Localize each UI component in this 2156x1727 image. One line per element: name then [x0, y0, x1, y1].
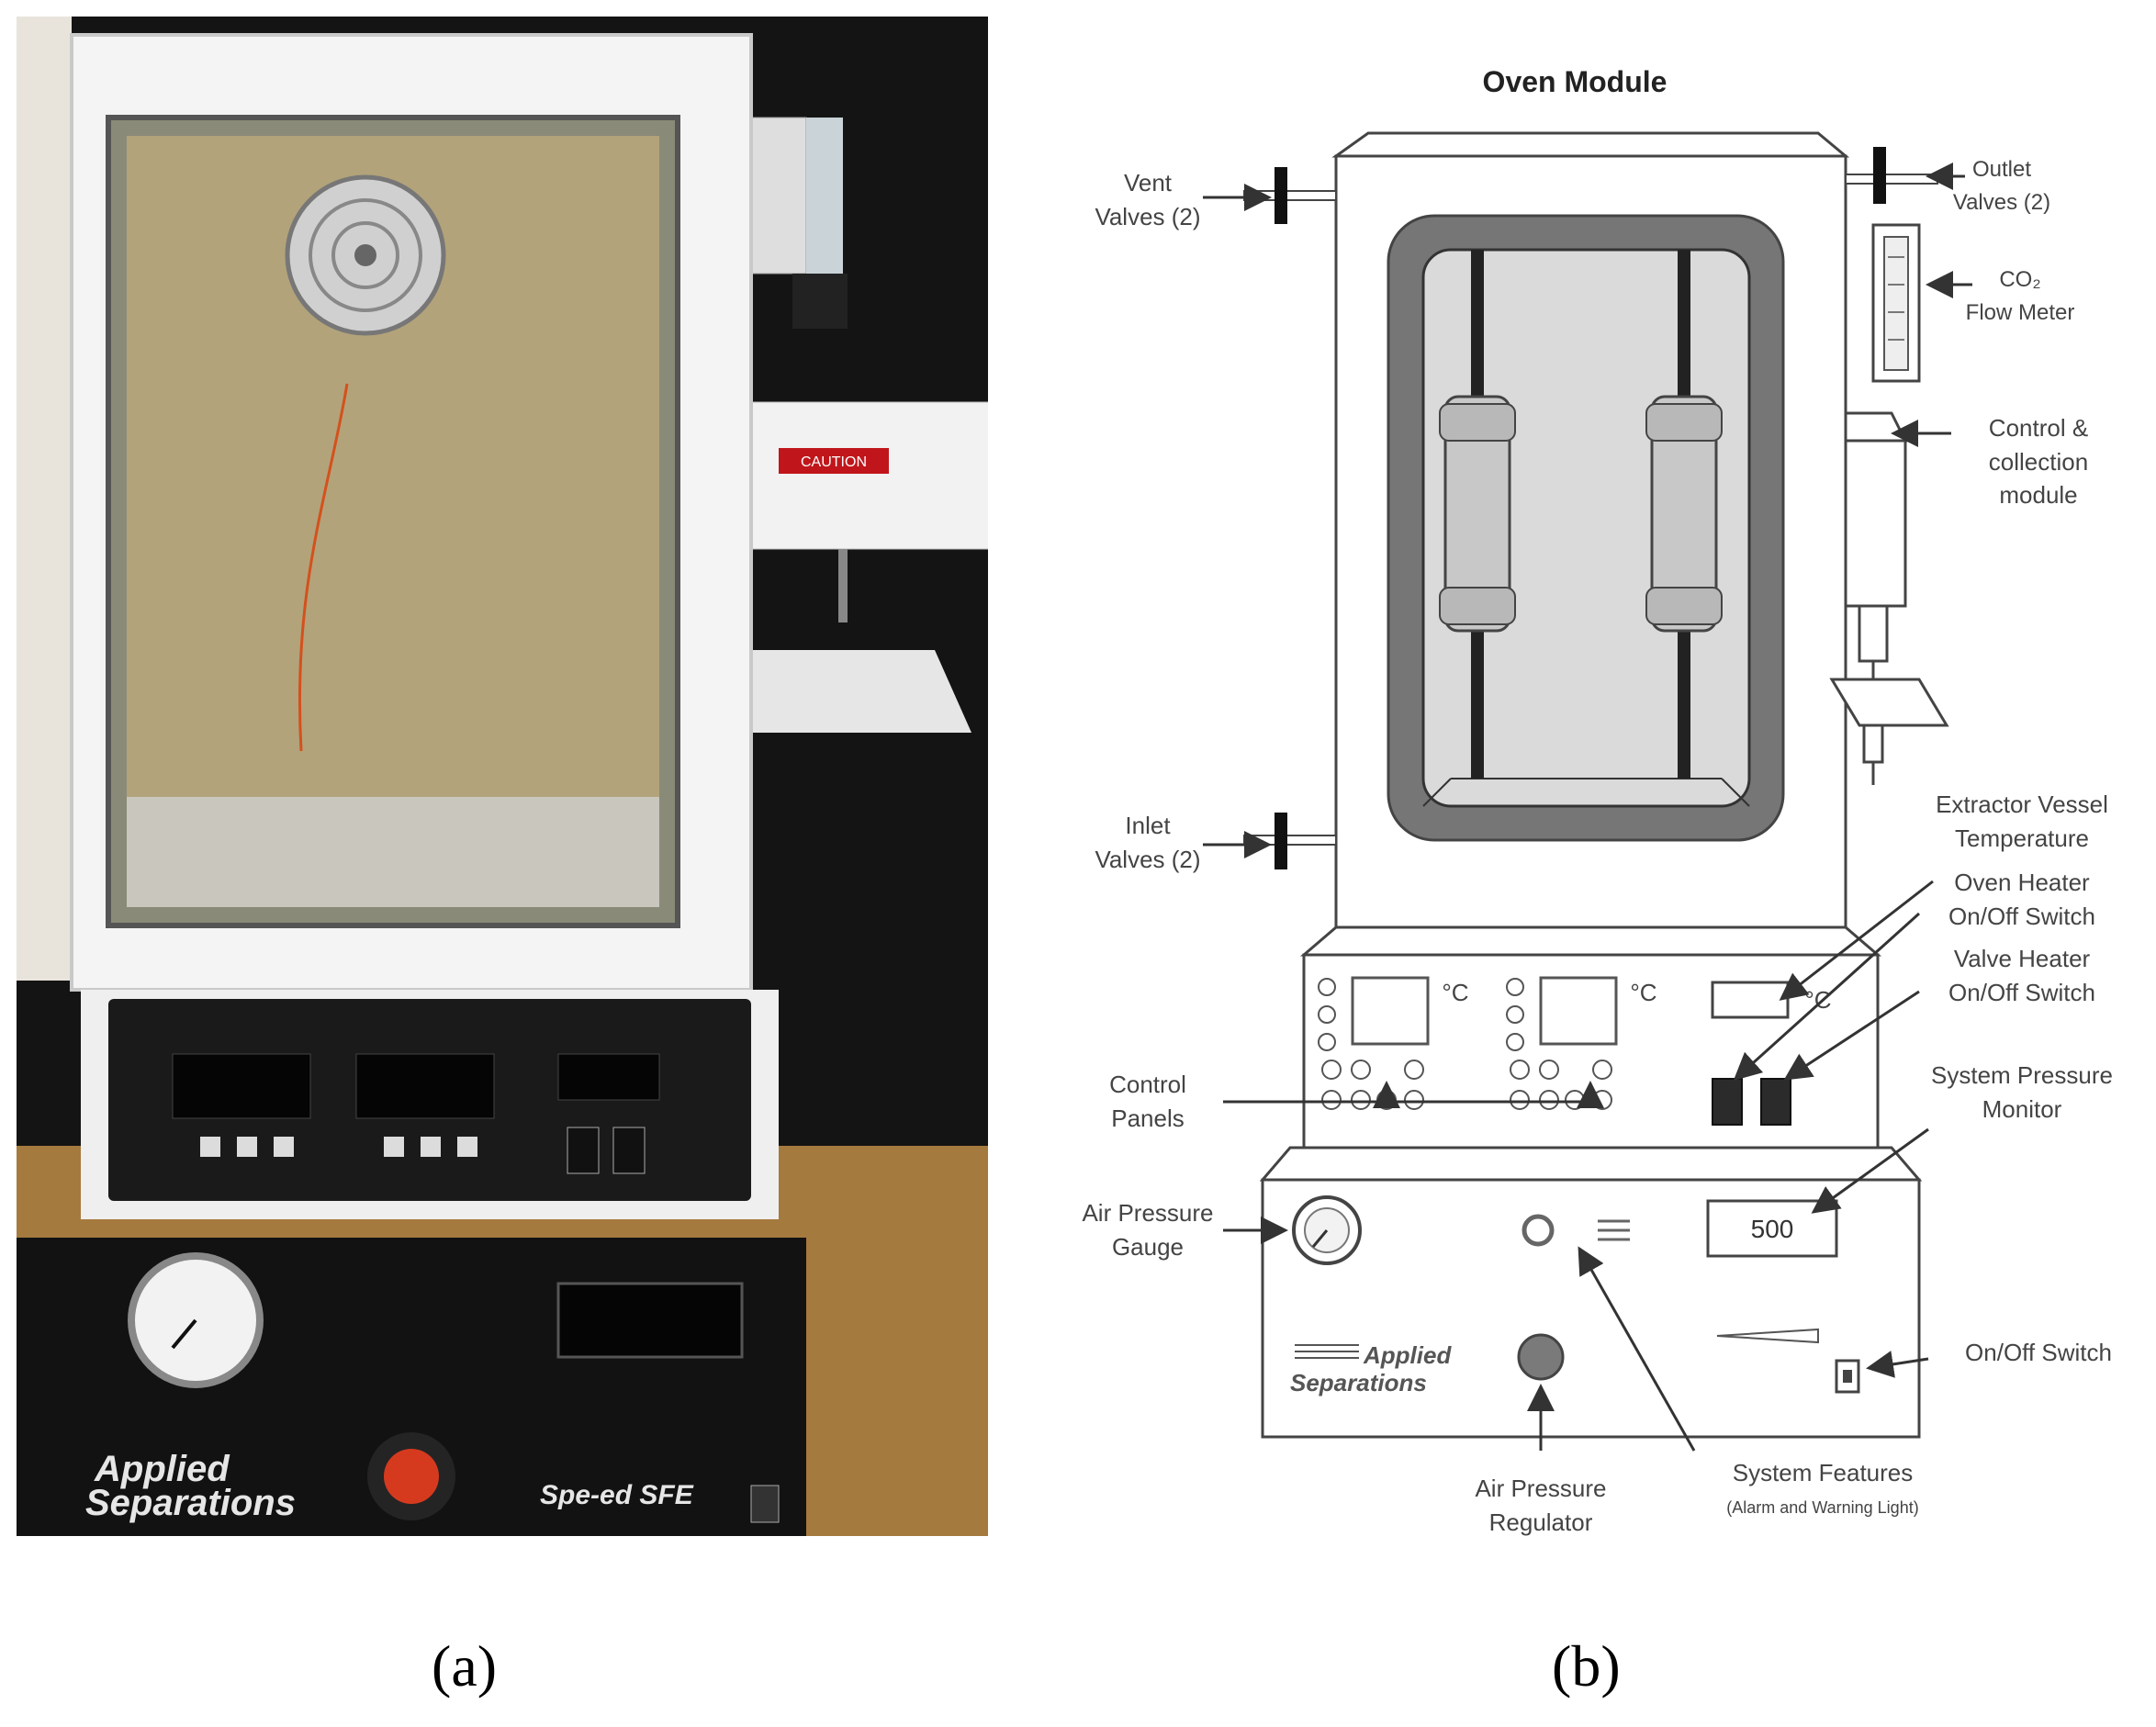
- inlet-valves-fitting: [1243, 813, 1337, 869]
- temp-unit-extractor: °C: [1804, 986, 1831, 1014]
- system-pressure-label-2: Monitor: [1982, 1095, 2062, 1123]
- co2-flow-meter-label-1: CO₂: [1999, 267, 2040, 292]
- air-pressure-regulator-label-2: Regulator: [1489, 1508, 1593, 1536]
- control-collection-label-2: collection: [1989, 448, 2088, 476]
- air-pressure-gauge-label-1: Air Pressure: [1082, 1199, 1213, 1227]
- diagram-title: Oven Module: [1483, 65, 1668, 98]
- extractor-temp-label-1: Extractor Vessel: [1936, 791, 2108, 818]
- caption-a: (a): [432, 1633, 498, 1699]
- extraction-vessel-left: [1439, 250, 1516, 779]
- valve-heater-label-2: On/Off Switch: [1948, 979, 2095, 1006]
- caution-label: CAUTION: [801, 454, 867, 470]
- control-panels-label-2: Panels: [1111, 1105, 1185, 1132]
- system-pressure-label-1: System Pressure: [1931, 1061, 2113, 1089]
- model-label: Spe-ed SFE: [540, 1480, 694, 1510]
- vent-valves-label-1: Vent: [1124, 169, 1173, 196]
- oven-top: [1331, 131, 1850, 158]
- extractor-temp-label-2: Temperature: [1955, 824, 2089, 852]
- oven-window: [1421, 248, 1751, 808]
- sfe-instrument-photo: CAUTION Applied Separations Spe-ed SFE: [17, 17, 988, 1536]
- oven-module-diagram: Oven Module Vent Valves (2) Outlet Valve…: [1082, 65, 2113, 1536]
- air-pressure-regulator-label-1: Air Pressure: [1475, 1475, 1606, 1502]
- on-off-switch-label: On/Off Switch: [1965, 1339, 2112, 1366]
- extraction-vessel-right: [1645, 250, 1723, 779]
- co2-flow-meter-label-2: Flow Meter: [1966, 300, 2075, 325]
- co2-flow-meter: [1871, 223, 1921, 383]
- outlet-valves-label-2: Valves (2): [1953, 190, 2050, 215]
- caption-b: (b): [1552, 1633, 1621, 1699]
- vent-valves-label-2: Valves (2): [1095, 203, 1200, 230]
- brand-logo-line2: Separations: [1290, 1369, 1427, 1396]
- brand-label-line1: Applied: [94, 1449, 230, 1489]
- vent-valves-fitting: [1243, 167, 1337, 224]
- inlet-valves-label-1: Inlet: [1125, 812, 1171, 839]
- brand-logo-line1: Applied: [1363, 1341, 1452, 1369]
- control-collection-label-1: Control &: [1989, 414, 2088, 442]
- air-pressure-gauge: [1292, 1195, 1362, 1265]
- control-collection-label-3: module: [1999, 481, 2077, 509]
- brand-label-line2: Separations: [85, 1483, 296, 1523]
- inlet-valves-label-2: Valves (2): [1095, 846, 1200, 873]
- valve-heater-switch[interactable]: [1760, 1078, 1791, 1126]
- temp-unit-right: °C: [1630, 979, 1656, 1006]
- outlet-valves-fitting: [1845, 147, 1938, 204]
- extractor-temp-display: [1711, 981, 1790, 1019]
- system-features-sublabel: (Alarm and Warning Light): [1726, 1498, 1918, 1517]
- control-panels-label-1: Control: [1109, 1071, 1186, 1098]
- system-features-label: System Features: [1733, 1459, 1914, 1486]
- air-pressure-regulator[interactable]: [1517, 1333, 1565, 1381]
- brand-logo: Applied Separations: [1290, 1341, 1452, 1396]
- indicator-bar: [1716, 1328, 1819, 1344]
- system-features-indicators: [1522, 1214, 1630, 1247]
- control-collection-module: [1829, 411, 1949, 785]
- oven-heater-label-2: On/Off Switch: [1948, 903, 2095, 930]
- outlet-valves-label-1: Outlet: [1972, 157, 2031, 182]
- temp-unit-left: °C: [1442, 979, 1468, 1006]
- valve-heater-label-1: Valve Heater: [1954, 945, 2091, 972]
- air-pressure-gauge-label-2: Gauge: [1112, 1233, 1184, 1261]
- oven-heater-switch[interactable]: [1712, 1078, 1743, 1126]
- system-pressure-readout: 500: [1751, 1215, 1794, 1243]
- oven-heater-label-1: Oven Heater: [1954, 869, 2090, 896]
